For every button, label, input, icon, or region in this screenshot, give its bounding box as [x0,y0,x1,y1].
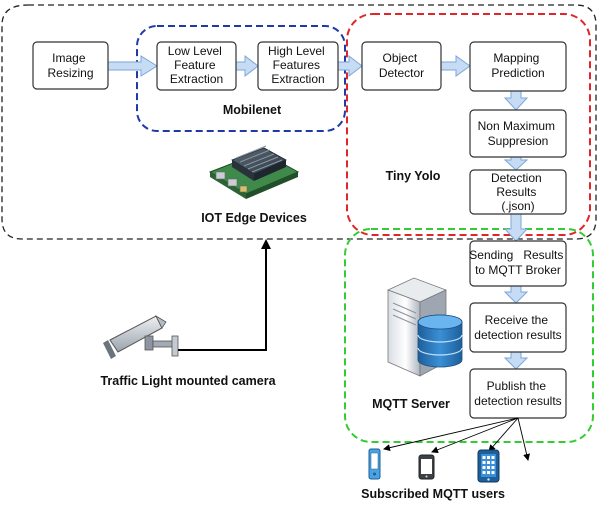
mapping-prediction-box [469,41,567,92]
high-level-feature-box [257,41,339,91]
mobilenet-region [136,25,346,132]
circuit-board-icon [208,145,300,199]
nms-box [469,109,567,158]
object-detector-text: Object Detector [379,51,424,80]
detection-results-text: Detection Results (.json) [491,171,545,213]
flow-arrow-detector-to-mapping [440,55,471,77]
image-resizing-text: Image Resizing [47,51,93,80]
low-level-feature-text: Low Level Feature Extraction [168,44,225,86]
camera-label: Traffic Light mounted camera [100,374,276,388]
publish-results-text: Publish the detection results [474,379,561,408]
mobilenet-label: Mobilenet [223,103,282,117]
nms-text: Non Maximum Suppresion [478,119,559,148]
tiny-yolo-label: Tiny Yolo [386,169,441,183]
mqtt-server-label: MQTT Server [372,397,450,411]
flow-arrow-nms-to-detection [503,156,529,171]
flow-arrow-receive-to-publish [503,351,529,370]
high-level-feature-text: High Level Features Extraction [268,44,328,86]
flow-arrow-high-to-detector [337,54,363,78]
receive-results-text: Receive the detection results [474,313,561,342]
image-resizing-box [32,41,109,90]
detection-results-box [469,169,567,215]
camera-connection-arrow [178,239,271,351]
iot-edge-label: IOT Edge Devices [201,211,307,225]
smartphone-icon [418,454,435,480]
publish-to-tablet-line [488,417,519,452]
object-detector-box [361,41,442,91]
subscribers-label: Subscribed MQTT users [361,487,505,501]
receive-results-box [469,302,567,353]
mobile-phone-icon [368,448,381,480]
mapping-prediction-text: Mapping Prediction [491,51,544,80]
publish-to-mobile-line [383,417,519,452]
flow-arrow-sending-to-receive [503,285,529,304]
publish-to-right-line [517,417,531,461]
cctv-camera-icon [103,314,179,359]
iot-edge-region [1,4,597,240]
flow-arrow-detection-to-sending [503,213,529,242]
flow-arrow-low-to-high [235,54,259,78]
flow-arrow-resize-to-low [107,55,158,77]
sending-results-text: Sending Results to MQTT Broker [469,248,566,277]
sending-results-box [469,240,567,287]
flow-arrow-mapping-to-nms [503,90,529,111]
publish-to-smartphone-line [431,417,519,454]
server-database-icon [386,277,463,377]
tablet-icon [477,449,500,483]
low-level-feature-box [156,41,237,91]
